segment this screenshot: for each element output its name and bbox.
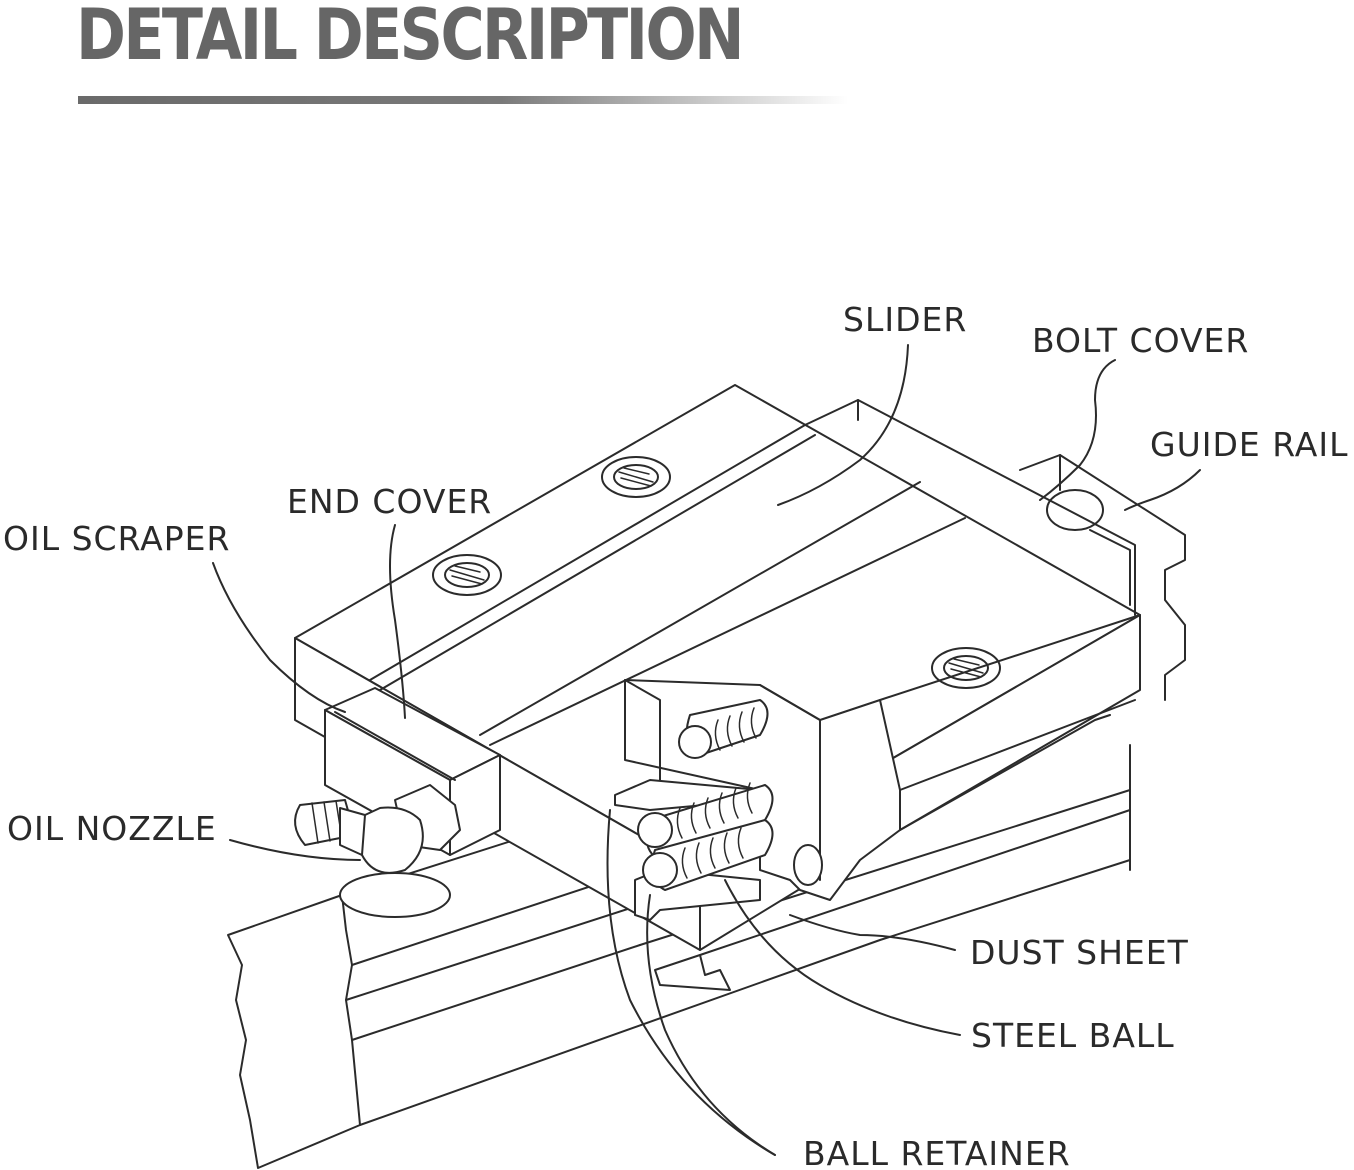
leader-oil-nozzle: [229, 839, 361, 861]
leader-ball-retainer-2: [646, 894, 776, 1156]
title-underline: [78, 96, 848, 104]
leader-guide-rail: [1124, 469, 1201, 511]
label-ball-retainer: BALL RETAINER: [803, 1134, 1071, 1170]
bolt-holes: [432, 456, 1001, 689]
leader-oil-scraper: [212, 562, 346, 713]
steel-balls: [637, 699, 774, 891]
leader-end-cover: [389, 524, 406, 719]
label-end-cover: END COVER: [287, 482, 492, 521]
leader-dust-sheet: [789, 914, 956, 951]
leader-slider: [777, 344, 909, 506]
label-guide-rail: GUIDE RAIL: [1150, 425, 1349, 464]
page-title: DETAIL DESCRIPTION: [76, 0, 744, 76]
label-bolt-cover: BOLT COVER: [1032, 321, 1249, 360]
label-oil-nozzle: OIL NOZZLE: [7, 809, 217, 848]
leader-steel-ball: [724, 879, 961, 1036]
leader-lines: [212, 344, 1201, 1156]
leader-bolt-cover: [1039, 359, 1116, 501]
label-dust-sheet: DUST SHEET: [970, 933, 1189, 972]
oil-nozzle: [294, 784, 461, 918]
label-steel-ball: STEEL BALL: [971, 1016, 1175, 1055]
label-slider: SLIDER: [843, 300, 967, 339]
label-oil-scraper: OIL SCRAPER: [3, 519, 230, 558]
leader-ball-retainer-1: [606, 809, 776, 1156]
